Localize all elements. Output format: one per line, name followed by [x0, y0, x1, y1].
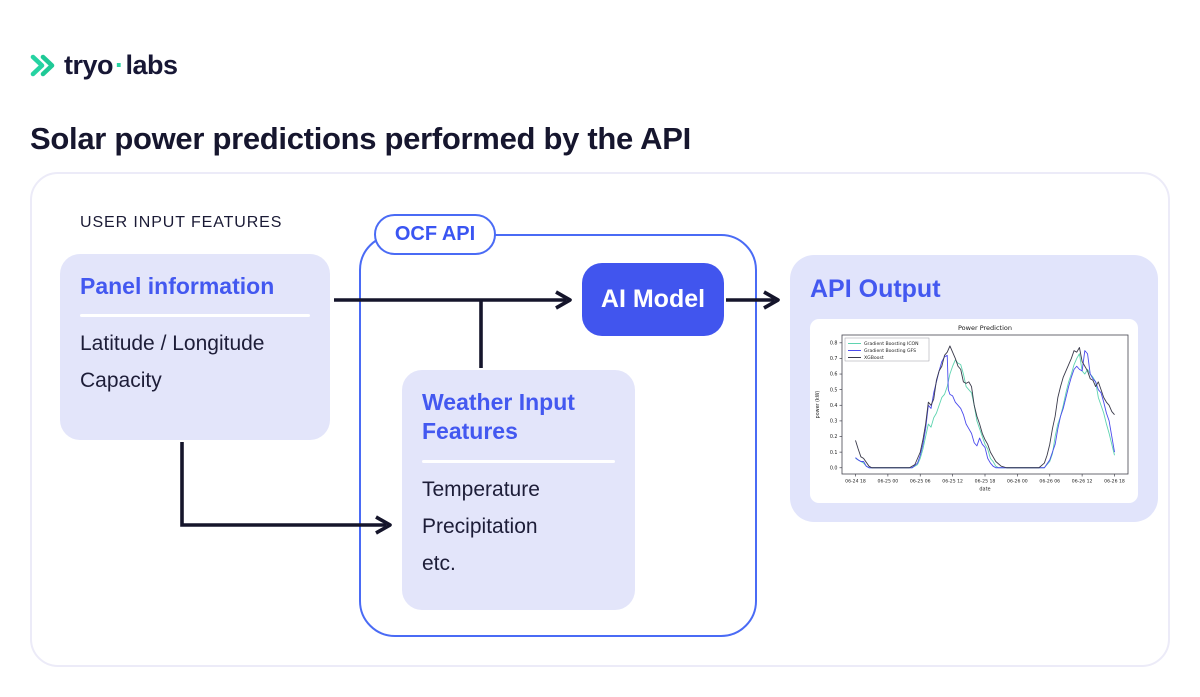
- arrow-panel-to-weather: [180, 442, 386, 527]
- svg-text:0.8: 0.8: [830, 341, 838, 347]
- svg-text:power (kW): power (kW): [815, 391, 821, 419]
- svg-text:Gradient Boosting GFS: Gradient Boosting GFS: [864, 348, 916, 354]
- power-prediction-plot: Power Prediction 0.0 0.1 0.2 0.3 0.4 0.5 0.6 0.7…: [815, 324, 1129, 493]
- svg-text:06-25 00: 06-25 00: [878, 479, 899, 485]
- svg-text:0.6: 0.6: [830, 372, 838, 378]
- diagram-container: USER INPUT FEATURES Panel information La…: [30, 172, 1170, 667]
- svg-text:0.3: 0.3: [830, 419, 838, 425]
- svg-text:06-25 18: 06-25 18: [975, 479, 996, 485]
- svg-text:0.4: 0.4: [830, 403, 838, 409]
- divider: [80, 314, 310, 318]
- power-prediction-chart: Power Prediction 0.0 0.1 0.2 0.3 0.4 0.5 0.6 0.7…: [810, 319, 1138, 503]
- panel-information-title: Panel information: [80, 273, 275, 299]
- weather-item-temperature: Temperature: [422, 477, 540, 501]
- weather-input-features-title: Weather Input Features: [422, 389, 575, 445]
- svg-text:XGBoost: XGBoost: [864, 355, 884, 361]
- user-input-features-label: USER INPUT FEATURES: [80, 214, 283, 231]
- weather-item-precipitation: Precipitation: [422, 514, 538, 538]
- page-title: Solar power predictions performed by the…: [30, 120, 691, 156]
- api-output-title: API Output: [810, 275, 941, 303]
- api-output-card: API Output Power Prediction 0.0 0.1 0.2 0.3 0…: [790, 255, 1158, 522]
- brand-logo: tryo·labs: [30, 50, 178, 81]
- svg-text:06-26 12: 06-26 12: [1072, 479, 1093, 485]
- svg-text:Gradient Boosting ICON: Gradient Boosting ICON: [864, 341, 919, 347]
- ocf-api-badge: OCF API: [374, 214, 496, 255]
- svg-text:date: date: [979, 487, 990, 493]
- svg-text:06-26 06: 06-26 06: [1039, 479, 1060, 485]
- svg-text:0.1: 0.1: [830, 450, 838, 456]
- svg-text:0.2: 0.2: [830, 434, 838, 440]
- brand-name: tryo·labs: [64, 50, 178, 80]
- divider: [422, 459, 615, 463]
- panel-item-latitude-longitude: Latitude / Longitude: [80, 332, 265, 356]
- svg-text:0.7: 0.7: [830, 356, 838, 362]
- svg-text:06-26 18: 06-26 18: [1104, 479, 1125, 485]
- svg-text:06-25 12: 06-25 12: [942, 479, 963, 485]
- ocf-api-group-outline: [359, 234, 757, 637]
- ai-model-node: AI Model: [582, 263, 724, 336]
- svg-text:0.0: 0.0: [830, 465, 838, 471]
- svg-text:06-26 00: 06-26 00: [1007, 479, 1028, 485]
- panel-item-capacity: Capacity: [80, 369, 162, 393]
- double-chevron-icon: [30, 51, 57, 80]
- weather-input-features-card: Weather Input Features Temperature Preci…: [402, 370, 635, 610]
- svg-text:06-24 18: 06-24 18: [845, 479, 866, 485]
- brand-separator-dot: ·: [115, 50, 124, 80]
- svg-text:0.5: 0.5: [830, 387, 838, 393]
- weather-item-etc: etc.: [422, 551, 456, 575]
- svg-text:06-25 06: 06-25 06: [910, 479, 931, 485]
- arrowhead-icon: [763, 290, 780, 310]
- panel-information-card: Panel information Latitude / Longitude C…: [60, 254, 330, 440]
- svg-text:Power Prediction: Power Prediction: [958, 324, 1012, 332]
